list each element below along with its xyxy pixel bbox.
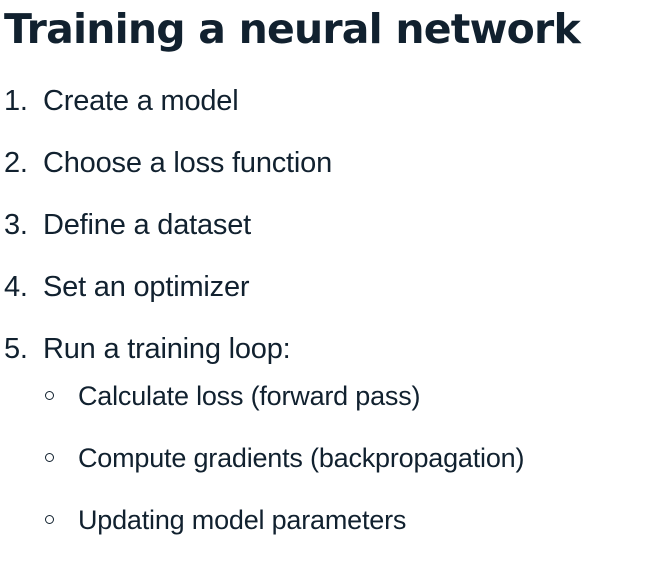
list-item-label: Create a model (43, 85, 239, 117)
page-title: Training a neural network (4, 5, 581, 53)
list-item: Calculate loss (forward pass) (0, 374, 665, 436)
list-item-label: Compute gradients (backpropagation) (78, 443, 525, 473)
list-item-label: Choose a loss function (43, 147, 332, 179)
training-steps-list: 1. Create a model 2. Choose a loss funct… (0, 78, 665, 388)
list-item-label: Run a training loop: (43, 333, 291, 365)
list-item-number: 3. (4, 209, 28, 241)
list-item: 5. Run a training loop: (0, 326, 665, 388)
list-item-label: Updating model parameters (78, 505, 407, 535)
list-item-number: 2. (4, 147, 28, 179)
list-item: 1. Create a model (0, 78, 665, 140)
training-loop-substeps-list: Calculate loss (forward pass) Compute gr… (0, 374, 665, 560)
list-item-number: 5. (4, 333, 28, 365)
list-item-number: 1. (4, 85, 28, 117)
list-item: Updating model parameters (0, 498, 665, 560)
hollow-circle-bullet-icon (45, 515, 54, 524)
list-item: 4. Set an optimizer (0, 264, 665, 326)
list-item: 2. Choose a loss function (0, 140, 665, 202)
list-item: Compute gradients (backpropagation) (0, 436, 665, 498)
hollow-circle-bullet-icon (45, 453, 54, 462)
list-item-label: Calculate loss (forward pass) (78, 381, 421, 411)
list-item-label: Set an optimizer (43, 271, 250, 303)
list-item-number: 4. (4, 271, 28, 303)
hollow-circle-bullet-icon (45, 391, 54, 400)
list-item: 3. Define a dataset (0, 202, 665, 264)
list-item-label: Define a dataset (43, 209, 251, 241)
